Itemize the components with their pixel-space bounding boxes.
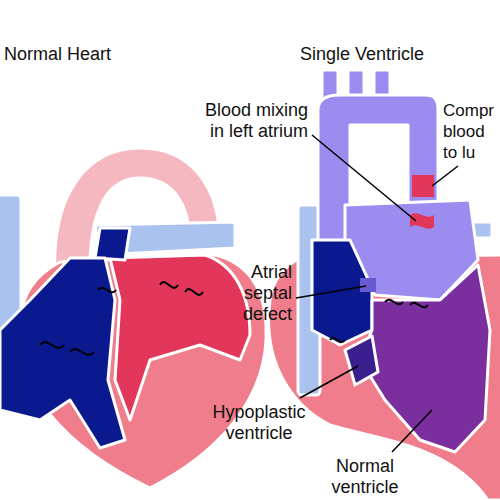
single-ventricle-details (330, 175, 434, 342)
leader-lines (296, 135, 458, 452)
leader-line (300, 366, 358, 398)
valve (98, 288, 116, 293)
septal-defect (360, 278, 376, 292)
mixing-swirl (410, 213, 434, 228)
panel-title: Single Ventricle (300, 44, 424, 65)
callout-label: Atrial septal defect (212, 262, 292, 325)
normal-ventricle (360, 265, 490, 452)
valve (410, 303, 428, 308)
callout-label: Normal ventricle (320, 456, 410, 498)
lung-blood (412, 175, 434, 197)
valves (330, 300, 428, 342)
leader-line (432, 166, 458, 186)
valve (40, 342, 64, 348)
leader-line (296, 286, 366, 298)
right-heart (0, 258, 125, 448)
valve (185, 289, 203, 295)
callout-label: Hypoplastic ventricle (206, 402, 312, 444)
hypoplastic-ventricle (345, 336, 378, 385)
leader-line (312, 135, 416, 221)
callout-label: Blood mixing in left atrium (196, 100, 308, 142)
panel-title: Normal Heart (4, 44, 111, 65)
valve (70, 349, 94, 355)
callout-label: Compr blood to lu (443, 100, 497, 163)
left-heart (110, 255, 250, 420)
pulmonary-trunk (95, 228, 130, 260)
leader-line (392, 410, 432, 452)
valve (330, 338, 345, 342)
normal-heart-valves (40, 282, 203, 355)
valve (385, 300, 403, 305)
right-atrium (312, 240, 372, 345)
valve (160, 282, 178, 288)
